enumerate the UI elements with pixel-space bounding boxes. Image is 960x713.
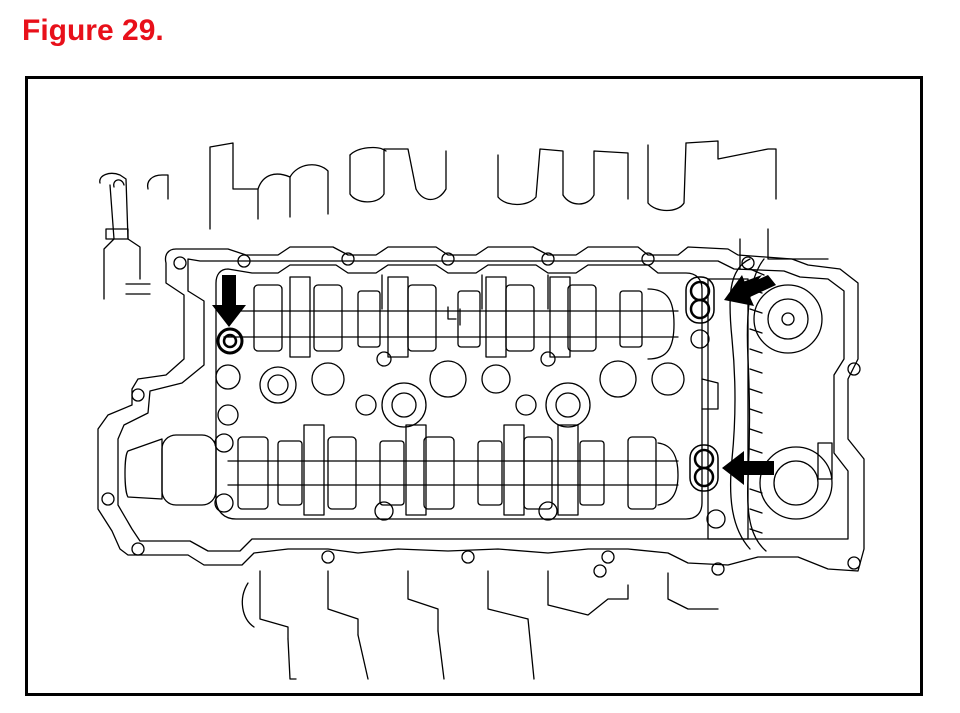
lower-block <box>241 564 719 680</box>
intake-camshaft <box>223 274 679 360</box>
diagram-frame <box>25 76 923 696</box>
arrow-right-timing <box>740 275 762 295</box>
head-gasket-outline <box>97 246 865 572</box>
spark-plug-wells <box>215 360 685 428</box>
cam-bearing-caps <box>289 276 571 367</box>
exhaust-camshaft <box>124 434 679 510</box>
flange-bolt-holes <box>101 252 861 576</box>
left-pipe <box>99 172 151 300</box>
engine-line-drawing <box>97 140 865 680</box>
callout-arrows <box>212 275 776 485</box>
arrow-left-lower <box>722 451 774 485</box>
intake-manifold <box>146 140 777 230</box>
exhaust-bearing-caps <box>214 424 579 521</box>
valve-cover-opening <box>215 264 703 520</box>
figure-title: Figure 29. <box>22 14 164 47</box>
arrow-left-upper <box>724 275 776 306</box>
highlighted-bolts <box>216 276 719 492</box>
arrow-down-left <box>212 275 246 327</box>
